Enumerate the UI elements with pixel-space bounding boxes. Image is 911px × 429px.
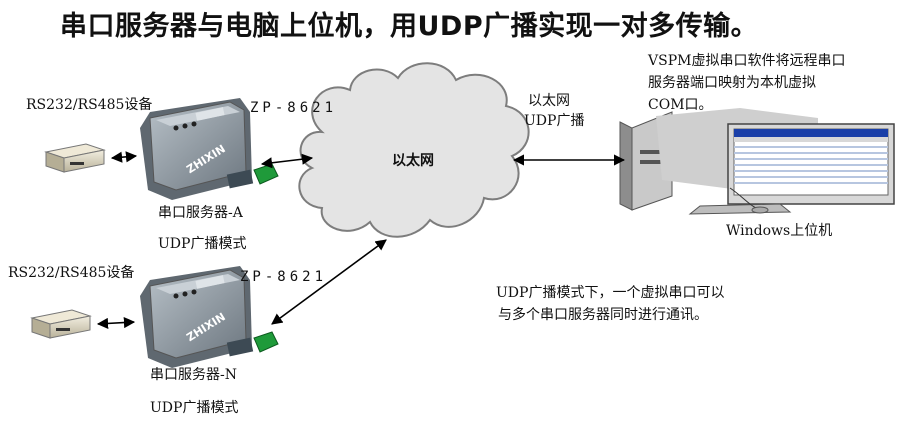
link-server-a-cloud-arrow — [260, 153, 314, 169]
link-rs-top-arrow — [110, 151, 138, 163]
ethernet-cloud — [298, 62, 530, 238]
server-n-model-label: ZP-8621 — [240, 269, 328, 285]
link-server-n-cloud-arrow — [271, 239, 387, 325]
pc-label: Windows上位机 — [726, 223, 833, 239]
serial-server-a-icon — [140, 98, 279, 200]
server-n-name-label: 串口服务器-N — [150, 367, 237, 383]
rs-device-top-label: RS232/RS485设备 — [26, 97, 153, 113]
serial-server-n-icon — [140, 266, 279, 368]
rs232-device-top-icon — [44, 143, 106, 173]
diagram-title: 串口服务器与电脑上位机，用UDP广播实现一对多传输。 — [60, 11, 759, 42]
pc-note-line-3: COM口。 — [648, 97, 713, 113]
rs232-device-bottom-icon — [30, 309, 92, 339]
pc-note-line-2: 服务器端口映射为本机虚拟 — [648, 75, 816, 91]
rs-device-bottom-label: RS232/RS485设备 — [8, 265, 135, 281]
server-n-mode-label: UDP广播模式 — [150, 400, 239, 416]
footnote-line-1: UDP广播模式下，一个虚拟串口可以 — [496, 285, 725, 301]
cloud-label: 以太网 — [392, 153, 434, 169]
server-a-mode-label: UDP广播模式 — [158, 236, 247, 252]
pc-note-line-1: VSPM虚拟串口软件将远程串口 — [648, 53, 846, 69]
footnote-line-2: 与多个串口服务器同时进行通讯。 — [498, 307, 708, 323]
link-rs-bottom-arrow — [96, 316, 136, 330]
link-label-line1: 以太网 — [528, 93, 570, 109]
server-a-name-label: 串口服务器-A — [158, 205, 243, 221]
windows-pc-icon — [619, 108, 895, 215]
server-a-model-label: ZP-8621 — [250, 100, 338, 116]
link-label-line2: UDP广播 — [524, 113, 585, 129]
